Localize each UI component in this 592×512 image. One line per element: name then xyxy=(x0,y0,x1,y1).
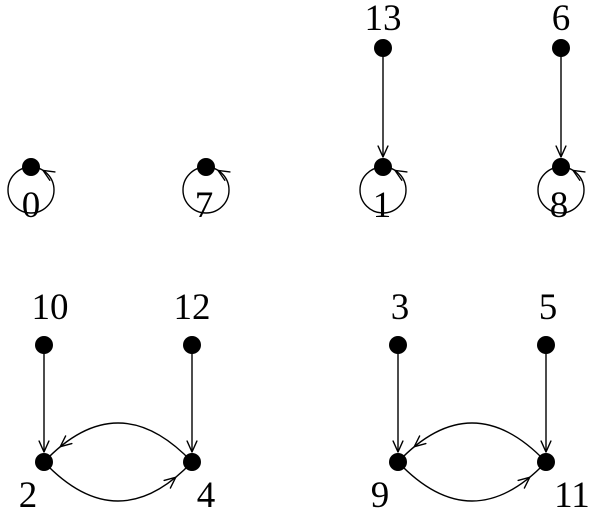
node-12-label: 12 xyxy=(174,287,211,328)
edges-layer xyxy=(7,48,586,502)
labels-layer: 0 7 13 1 6 8 10 12 2 4 3 5 9 11 xyxy=(19,0,590,512)
node-11-dot xyxy=(537,453,555,471)
node-0-label: 0 xyxy=(22,185,41,226)
edge-2-to-4-arrowhead xyxy=(163,476,177,489)
node-4-dot xyxy=(183,453,201,471)
node-1-dot xyxy=(374,158,392,176)
node-9-dot xyxy=(389,453,407,471)
self-loop-7-arrowhead xyxy=(217,169,231,181)
node-6-label: 6 xyxy=(552,0,571,39)
node-3-label: 3 xyxy=(391,287,410,328)
self-loop-1-arrowhead xyxy=(394,169,408,181)
edge-13-to-1-arrowhead xyxy=(377,145,389,158)
node-2-dot xyxy=(35,453,53,471)
edge-4-to-2-arrowhead xyxy=(59,435,73,448)
edge-11-to-9 xyxy=(397,422,547,463)
node-9-label: 9 xyxy=(371,475,390,512)
node-7-dot xyxy=(197,158,215,176)
edge-2-to-4 xyxy=(43,461,193,502)
nodes-layer xyxy=(22,39,570,471)
self-loop-0-arrowhead xyxy=(42,169,56,181)
edge-3-to-9-arrowhead xyxy=(392,440,404,453)
node-8-dot xyxy=(552,158,570,176)
node-1-label: 1 xyxy=(373,185,392,226)
node-13-dot xyxy=(374,39,392,57)
node-5-dot xyxy=(537,336,555,354)
edge-11-to-9-arrowhead xyxy=(413,435,427,448)
edge-9-to-11-arrowhead xyxy=(517,476,531,489)
node-7-label: 7 xyxy=(195,185,214,226)
edge-9-to-11 xyxy=(397,461,547,502)
node-8-label: 8 xyxy=(550,185,569,226)
node-6-dot xyxy=(552,39,570,57)
edge-4-to-2 xyxy=(43,422,193,463)
edge-6-to-8-arrowhead xyxy=(555,145,567,158)
edge-5-to-11-arrowhead xyxy=(540,440,552,453)
node-10-label: 10 xyxy=(32,287,69,328)
node-3-dot xyxy=(389,336,407,354)
node-13-label: 13 xyxy=(365,0,402,39)
node-4-label: 4 xyxy=(197,475,216,512)
node-0-dot xyxy=(22,158,40,176)
edge-10-to-2-arrowhead xyxy=(38,440,50,453)
edge-12-to-4-arrowhead xyxy=(186,440,198,453)
node-11-label: 11 xyxy=(554,475,590,512)
node-12-dot xyxy=(183,336,201,354)
node-10-dot xyxy=(35,336,53,354)
node-5-label: 5 xyxy=(539,287,558,328)
node-2-label: 2 xyxy=(19,475,38,512)
self-loop-8-arrowhead xyxy=(572,169,586,181)
